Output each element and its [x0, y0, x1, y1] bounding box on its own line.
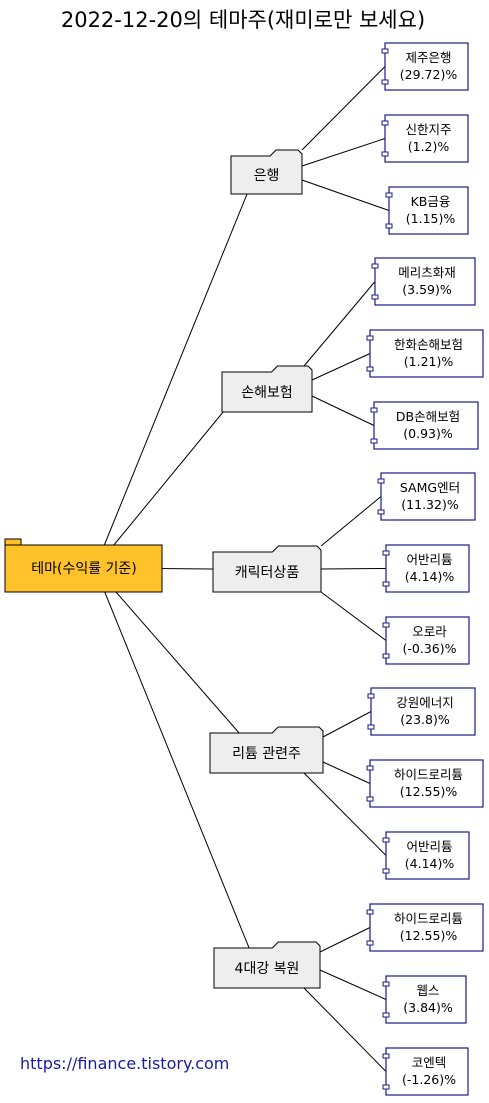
- stock-return: (1.2)%: [408, 139, 450, 154]
- stock-return: (12.55)%: [400, 928, 458, 943]
- page-title: 2022-12-20의 테마주(재미로만 보세요): [61, 8, 425, 32]
- edge-theme-stock: [301, 66, 386, 151]
- edge-theme-stock: [301, 179, 390, 211]
- edge-theme-stock: [319, 927, 371, 953]
- stock-node[interactable]: SAMG엔터 (11.32)%: [377, 472, 476, 521]
- edge-root-theme: [94, 388, 243, 569]
- stock-name: DB손해보험: [396, 409, 460, 424]
- theme-label: 캐릭터상품: [235, 565, 300, 581]
- theme-node[interactable]: 캐릭터상품: [212, 545, 322, 593]
- stock-node[interactable]: 오로라 (-0.36)%: [382, 616, 470, 665]
- stock-node[interactable]: 어반리튬 (4.14)%: [382, 544, 470, 593]
- stock-return: (4.14)%: [405, 856, 455, 871]
- edge-theme-stock: [320, 591, 387, 641]
- edge-theme-stock: [311, 353, 371, 381]
- stock-name: 하이드로리튬: [394, 767, 463, 782]
- stock-return: (-0.36)%: [403, 641, 457, 656]
- stock-node[interactable]: 강원에너지 (23.8)%: [367, 687, 476, 736]
- stock-return: (3.59)%: [402, 282, 452, 297]
- edge-theme-stock: [322, 711, 372, 738]
- theme-label: 리튬 관련주: [232, 746, 301, 762]
- stock-name: SAMG엔터: [400, 480, 460, 495]
- theme-node[interactable]: 4대강 복원: [213, 941, 321, 989]
- edge-root-theme: [94, 567, 255, 751]
- stock-nodes: 제주은행 (29.72)% 신한지주 (1.2)% KB금융 (1.15)% 메리츠화재 (3…: [366, 42, 484, 1096]
- stock-return: (1.15)%: [406, 211, 456, 226]
- stock-name: 어반리튬: [406, 839, 452, 854]
- stock-name: 코엔텍: [412, 1055, 447, 1070]
- edge-theme-stock: [311, 395, 375, 426]
- stock-node[interactable]: 제주은행 (29.72)%: [381, 42, 469, 91]
- theme-label: 4대강 복원: [235, 961, 300, 977]
- theme-label: 은행: [254, 168, 280, 184]
- edge-theme-stock: [303, 281, 376, 367]
- stock-name: 한화손해보험: [394, 337, 463, 352]
- stock-name: 메리츠화재: [398, 265, 456, 280]
- stock-node[interactable]: 어반리튬 (4.14)%: [382, 831, 470, 880]
- theme-label: 손해보험: [241, 385, 293, 401]
- stock-name: 강원에너지: [396, 695, 454, 710]
- stock-node[interactable]: 하이드로리튬 (12.55)%: [366, 759, 484, 808]
- stock-node[interactable]: KB금융 (1.15)%: [385, 186, 469, 235]
- edge-theme-stock: [319, 969, 387, 1000]
- stock-name: 하이드로리튬: [394, 911, 463, 926]
- stock-node[interactable]: DB손해보험 (0.93)%: [370, 401, 479, 450]
- stock-return: (12.55)%: [400, 784, 458, 799]
- stock-return: (4.14)%: [405, 569, 455, 584]
- stock-return: (23.8)%: [400, 712, 450, 727]
- stock-node[interactable]: 웹스 (3.84)%: [382, 975, 467, 1024]
- theme-node[interactable]: 손해보험: [221, 365, 313, 413]
- stock-node[interactable]: 신한지주 (1.2)%: [381, 114, 469, 163]
- stock-name: 제주은행: [405, 50, 451, 65]
- stock-return: (11.32)%: [401, 497, 459, 512]
- edge-root-theme: [94, 567, 257, 966]
- stock-name: 오로라: [412, 624, 447, 639]
- stock-return: (3.84)%: [403, 1000, 453, 1015]
- edge-theme-stock: [303, 987, 387, 1072]
- theme-node[interactable]: 리튬 관련주: [209, 726, 324, 774]
- root-label: 테마(수익률 기준): [31, 561, 137, 577]
- edge-root-theme: [94, 171, 257, 569]
- stock-node[interactable]: 메리츠화재 (3.59)%: [371, 257, 476, 306]
- footer-url[interactable]: https://finance.tistory.com: [20, 1054, 229, 1073]
- edges: [94, 66, 390, 1072]
- edge-theme-stock: [320, 568, 387, 570]
- stock-name: 신한지주: [405, 122, 451, 137]
- stock-return: (-1.26)%: [402, 1072, 456, 1087]
- root-node[interactable]: 테마(수익률 기준): [4, 538, 163, 593]
- edge-theme-stock: [320, 496, 382, 547]
- stock-node[interactable]: 하이드로리튬 (12.55)%: [366, 903, 484, 952]
- stock-node[interactable]: 한화손해보험 (1.21)%: [366, 329, 484, 378]
- stock-return: (0.93)%: [403, 426, 453, 441]
- edge-theme-stock: [303, 772, 387, 856]
- theme-node[interactable]: 은행: [230, 149, 303, 195]
- stock-name: 웹스: [416, 983, 439, 998]
- edge-theme-stock: [322, 761, 371, 784]
- stock-name: KB금융: [411, 194, 451, 209]
- stock-return: (29.72)%: [400, 67, 458, 82]
- stock-return: (1.21)%: [404, 354, 454, 369]
- edge-theme-stock: [301, 138, 386, 167]
- stock-name: 어반리튬: [406, 552, 452, 567]
- stock-node[interactable]: 코엔텍 (-1.26)%: [382, 1047, 469, 1096]
